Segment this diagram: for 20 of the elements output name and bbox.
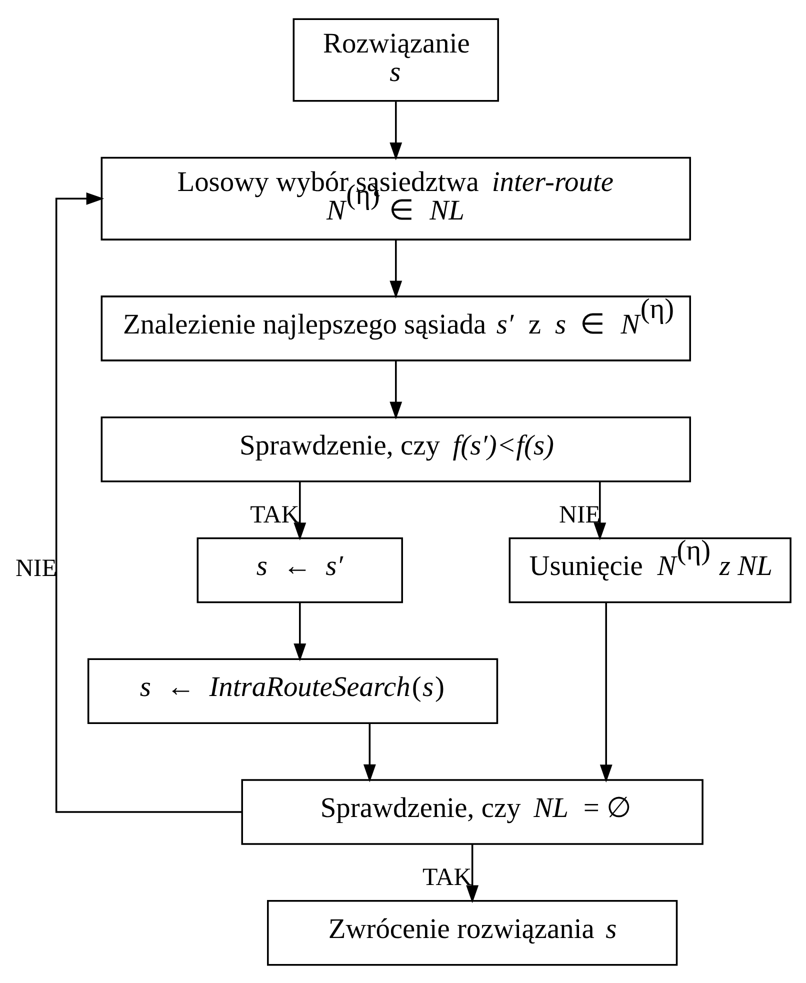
arrow <box>363 723 376 782</box>
node-box: Sprawdzenie, czy NL = ∅ <box>241 778 704 844</box>
arrow <box>390 239 402 298</box>
arrow <box>294 481 306 540</box>
edge-label: TAK <box>422 864 472 891</box>
edge-label: NIE <box>559 501 600 528</box>
arrow <box>390 360 402 420</box>
node-box: Zwrócenie rozwiązania s <box>267 900 678 966</box>
edge-label: TAK <box>250 501 300 528</box>
arrow <box>294 602 306 661</box>
node-box: Sprawdzenie, czy f(s′)<f(s) <box>100 416 691 482</box>
arrow <box>594 481 606 540</box>
arrow <box>390 101 402 160</box>
node-box: Rozwiązanie s <box>292 18 499 102</box>
node-box: s ← IntraRouteSearch(s) <box>87 658 498 724</box>
arrow <box>466 844 479 903</box>
arrow <box>55 192 242 812</box>
arrow <box>600 602 612 782</box>
edge-label: NIE <box>15 554 57 582</box>
node-box: s ← s′ <box>196 536 403 603</box>
